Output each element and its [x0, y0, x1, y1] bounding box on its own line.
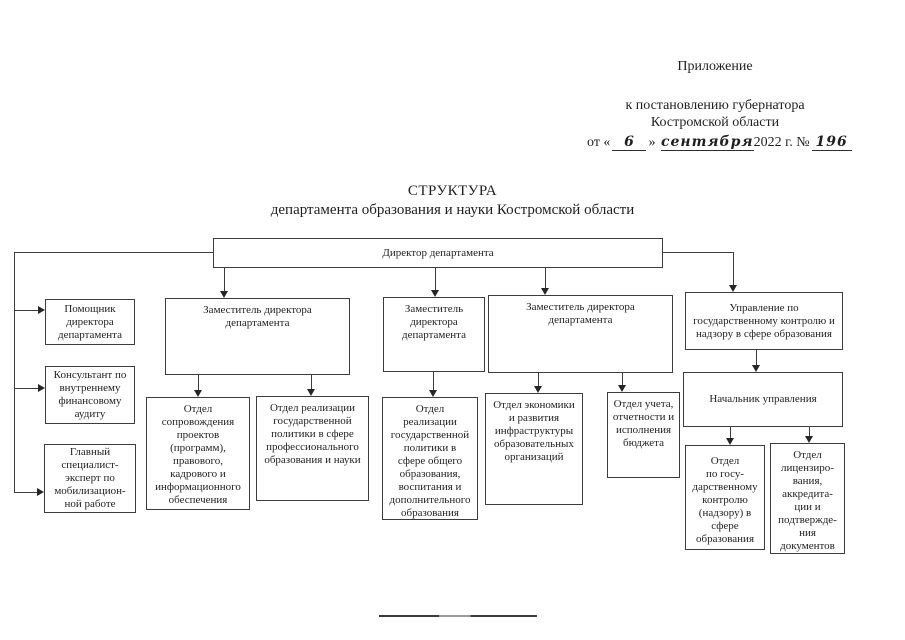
connector-line	[433, 372, 434, 391]
title-line-1: СТРУКТУРА	[407, 183, 498, 199]
document-header: Приложение к постановлению губернатора К…	[545, 58, 885, 151]
connector-line	[14, 388, 38, 389]
connector-line	[809, 427, 810, 437]
scan-artifact-line	[379, 615, 537, 617]
node-director: Директор департамента	[213, 238, 663, 268]
arrowhead-down-icon	[541, 288, 549, 295]
arrowhead-down-icon	[429, 390, 437, 397]
connector-line	[435, 268, 436, 291]
connector-line	[756, 350, 757, 366]
node-nachalnik: Начальник управления	[683, 372, 843, 427]
arrowhead-right-icon	[38, 306, 45, 314]
handwritten-day: 6	[612, 135, 647, 151]
chart-title: СТРУКТУРА департамента образования и нау…	[0, 182, 905, 220]
node-dept-control: Отдел по госу- дарственному контролю (на…	[685, 445, 765, 550]
arrowhead-right-icon	[38, 384, 45, 392]
annex-label: Приложение	[677, 59, 753, 74]
node-deputy-1: Заместитель директора департамента	[165, 298, 350, 375]
connector-line	[14, 252, 15, 492]
connector-line	[545, 268, 546, 289]
node-dept-license: Отдел лицензиро- вания, аккредита- ции и…	[770, 443, 845, 554]
node-assistant: Помощник директора департамента	[45, 299, 135, 345]
date-closing-quote: »	[648, 135, 656, 150]
handwritten-month: сентября	[660, 134, 754, 151]
arrowhead-down-icon	[220, 291, 228, 298]
handwritten-number: 196	[811, 135, 852, 151]
date-prefix: от «	[587, 135, 611, 150]
node-dept-support: Отдел сопровождения проектов (программ),…	[146, 397, 250, 510]
arrowhead-down-icon	[618, 385, 626, 392]
connector-line	[730, 427, 731, 439]
connector-line	[733, 252, 734, 286]
node-deputy-3: Заместитель директора департамента	[488, 295, 673, 373]
connector-line	[14, 252, 213, 253]
connector-line	[663, 252, 733, 253]
connector-line	[538, 373, 539, 387]
connector-line	[622, 373, 623, 386]
node-consultant: Консультант по внутреннему финансовому а…	[45, 366, 135, 424]
decree-line-2: Костромской области	[650, 115, 780, 130]
node-dept-prof: Отдел реализации государственной политик…	[256, 396, 369, 501]
arrowhead-down-icon	[752, 365, 760, 372]
connector-line	[311, 375, 312, 390]
arrowhead-down-icon	[805, 436, 813, 443]
connector-line	[224, 268, 225, 292]
arrowhead-down-icon	[534, 386, 542, 393]
arrowhead-right-icon	[37, 488, 44, 496]
arrowhead-down-icon	[307, 389, 315, 396]
title-line-2: департамента образования и науки Костром…	[270, 202, 635, 218]
node-mob-specialist: Главный специалист- эксперт по мобилизац…	[44, 444, 136, 513]
node-dept-account: Отдел учета, отчетности и исполнения бюд…	[607, 392, 680, 478]
node-deputy-2: Заместитель директора департамента	[383, 297, 485, 372]
decree-line-1: к постановлению губернатора	[625, 98, 805, 113]
date-year: 2022 г. №	[753, 135, 810, 150]
node-dept-econ: Отдел экономики и развития инфраструктур…	[485, 393, 583, 505]
arrowhead-down-icon	[194, 390, 202, 397]
node-dept-general: Отдел реализации государственной политик…	[382, 397, 478, 520]
node-upravlenie: Управление по государственному контролю …	[685, 292, 843, 350]
arrowhead-down-icon	[729, 285, 737, 292]
connector-line	[198, 375, 199, 391]
connector-line	[14, 310, 38, 311]
connector-line	[14, 492, 38, 493]
arrowhead-down-icon	[726, 438, 734, 445]
arrowhead-down-icon	[431, 290, 439, 297]
